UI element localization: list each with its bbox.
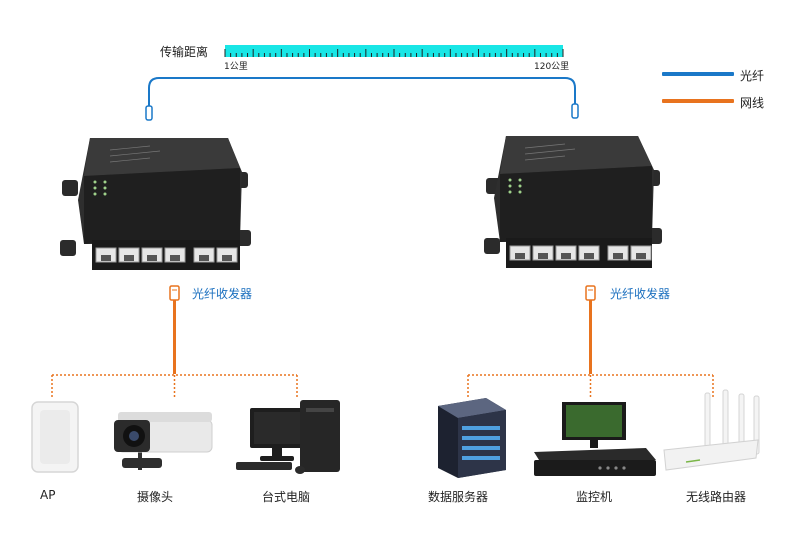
ethernet-port-slot: [222, 255, 232, 261]
legend-ethernet-swatch: [662, 99, 734, 103]
camera-icon: [114, 412, 213, 470]
ethernet-port-slot: [584, 253, 594, 259]
server-icon: [438, 398, 506, 478]
distance-label: 传输距离: [160, 45, 209, 59]
ethernet-cable-right: [467, 285, 714, 398]
device-label-nvr: 监控机: [576, 490, 613, 504]
device-label-server: 数据服务器: [428, 490, 489, 504]
distance-end-label: 120公里: [534, 62, 570, 72]
ethernet-port-slot: [199, 255, 209, 261]
ethernet-port-slot: [515, 253, 525, 259]
ethernet-port-slot: [170, 255, 180, 261]
fiber-converter-right: [484, 136, 662, 268]
legend-fiber-swatch: [662, 72, 734, 76]
access-point-icon: [31, 401, 79, 473]
ethernet-port-slot: [124, 255, 134, 261]
ethernet-cable-left: [51, 285, 298, 398]
fiber-converter-left: [60, 138, 251, 270]
fiber-connector-right: [571, 103, 579, 119]
ethernet-port-slot: [613, 253, 623, 259]
nvr-icon: [534, 402, 656, 476]
desktop-pc-icon: [236, 400, 340, 474]
fiber-cable: [145, 77, 579, 121]
legend-fiber-label: 光纤: [740, 69, 765, 83]
ethernet-port-slot: [147, 255, 157, 261]
ethernet-port-slot: [101, 255, 111, 261]
ethernet-port-slot: [538, 253, 548, 259]
distance-ruler: [224, 45, 564, 57]
router-icon: [663, 389, 760, 471]
device-label-desktop: 台式电脑: [262, 490, 311, 504]
converter-left-label: 光纤收发器: [192, 287, 253, 301]
ethernet-port-slot: [636, 253, 646, 259]
fiber-connector-left: [145, 105, 153, 121]
ethernet-port-slot: [561, 253, 571, 259]
device-label-camera: 摄像头: [137, 490, 174, 504]
converter-right-label: 光纤收发器: [610, 287, 671, 301]
distance-start-label: 1公里: [224, 62, 248, 72]
device-label-router: 无线路由器: [686, 490, 747, 504]
device-label-ap: AP: [40, 488, 56, 502]
legend-ethernet-label: 网线: [740, 96, 765, 110]
